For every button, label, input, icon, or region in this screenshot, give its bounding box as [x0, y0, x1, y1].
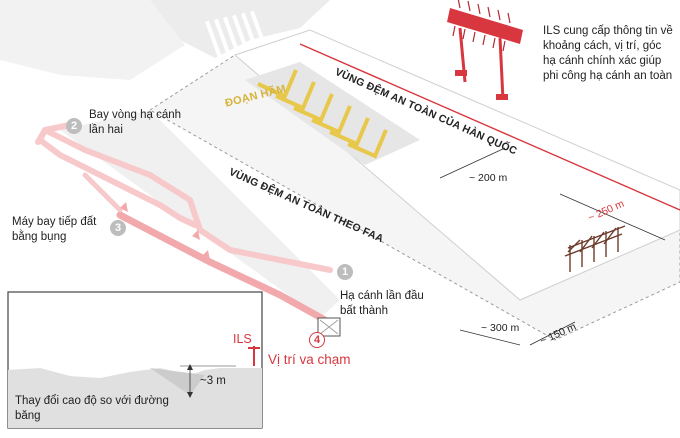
step-3-text: Máy bay tiếp đất bằng bụng: [12, 216, 97, 243]
ils-antenna: [447, 0, 523, 101]
step-4-badge: 4: [309, 332, 325, 348]
ils-description: ILS cung cấp thông tin về khoảng cách, v…: [543, 25, 673, 82]
inset-caption: Thay đổi cao độ so với đường băng: [15, 395, 169, 422]
impact-marker: [317, 317, 341, 337]
ground-area: [0, 0, 185, 80]
step-1-badge: 1: [337, 264, 353, 280]
dim-200: ~ 200 m: [469, 172, 508, 184]
step-4-text: Vị trí va chạm: [268, 352, 351, 367]
runway-band: [60, 110, 340, 318]
dimension-lines: [439, 147, 666, 346]
zebra-crossing: [205, 10, 268, 60]
flight-path: [35, 122, 333, 324]
approach-lights: [564, 225, 626, 272]
step-3-badge: 3: [110, 220, 126, 236]
dim-300: ~ 300 m: [481, 322, 520, 334]
step-2-badge: 2: [66, 118, 82, 134]
red-boundary-line: [299, 43, 680, 211]
path-arrows: [120, 202, 210, 260]
step-2-text: Bay vòng hạ cánh lần hai: [89, 109, 182, 136]
terrain-dip: [150, 368, 205, 395]
overrun-chevrons: [257, 69, 388, 159]
inset-ils-label: ILS: [233, 332, 252, 346]
step-1-text: Hạ cánh lần đầu bất thành: [340, 290, 424, 317]
inset-height-label: ~3 m: [200, 375, 226, 387]
